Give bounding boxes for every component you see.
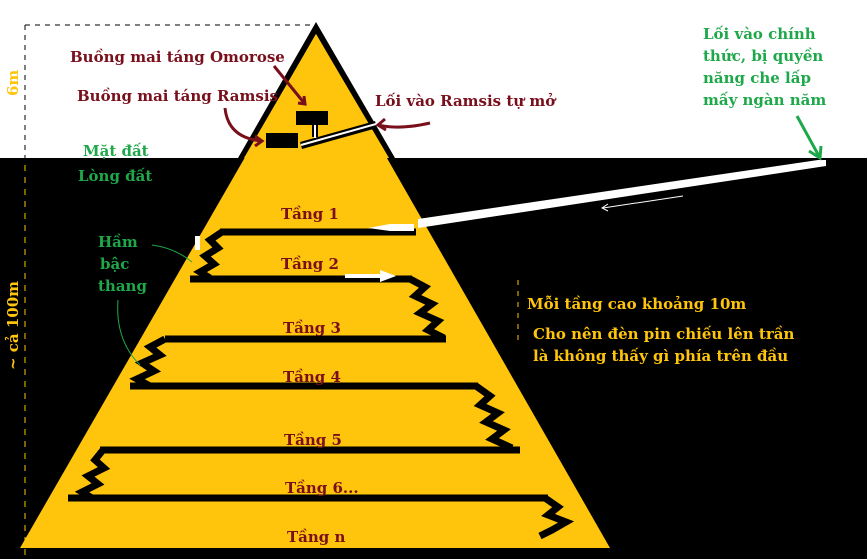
stair-entry-marker bbox=[195, 236, 200, 250]
omorose-chamber-label: Buồng mai táng Omorose bbox=[70, 48, 285, 66]
height-markers bbox=[24, 24, 316, 158]
arrow-right-icon bbox=[345, 270, 396, 282]
pyramid-top bbox=[244, 34, 389, 158]
floor-label: Tầng 6... bbox=[285, 479, 359, 497]
omorose-chamber bbox=[296, 111, 328, 125]
official-entrance-label: thức, bị quyền bbox=[703, 47, 823, 65]
pyramid bbox=[20, 34, 610, 548]
floor-label: Tầng 4 bbox=[283, 368, 341, 386]
stair-tunnel-label: thang bbox=[98, 277, 147, 295]
floor-label: Tầng n bbox=[287, 528, 345, 546]
official-entrance-label: Lối vào chính bbox=[703, 25, 816, 43]
floors-and-stairs bbox=[68, 228, 575, 540]
stair-tunnel-label: Hầm bbox=[98, 233, 138, 251]
note-label: Cho nên đèn pin chiếu lên trần bbox=[533, 325, 794, 343]
stair-pointer-arrows bbox=[117, 244, 193, 366]
official-entrance-label: năng che lấp bbox=[703, 69, 811, 87]
ramsis-entrance-label: Lối vào Ramsis tự mở bbox=[375, 92, 557, 110]
official-entrance-tunnel bbox=[418, 160, 826, 228]
direction-arrow bbox=[602, 195, 684, 209]
surface-label: Mặt đất bbox=[83, 142, 149, 160]
stair-tunnel-label: bậc bbox=[100, 255, 129, 273]
underground-label: Lòng đất bbox=[78, 167, 152, 185]
floor-label: Tầng 2 bbox=[281, 255, 339, 273]
ramsis-chamber bbox=[266, 133, 298, 148]
floor-label: Tầng 3 bbox=[283, 319, 341, 337]
floor-label: Tầng 1 bbox=[281, 205, 339, 223]
arrow-left-icon bbox=[368, 224, 414, 231]
height-bottom-label: ~ cả 100m bbox=[4, 281, 22, 370]
ramsis-chamber-label: Buồng mai táng Ramsis bbox=[77, 87, 278, 105]
sky bbox=[0, 0, 867, 158]
floor-label: Tầng 5 bbox=[284, 431, 342, 449]
entrance-arrow bbox=[795, 115, 823, 161]
height-top-label: 6m bbox=[4, 70, 22, 96]
note-label: là không thấy gì phía trên đầu bbox=[533, 347, 788, 365]
floor-height-label: Mỗi tầng cao khoảng 10m bbox=[527, 295, 746, 313]
official-entrance-label: mấy ngàn năm bbox=[703, 91, 826, 109]
annotation-arrows bbox=[223, 65, 431, 148]
